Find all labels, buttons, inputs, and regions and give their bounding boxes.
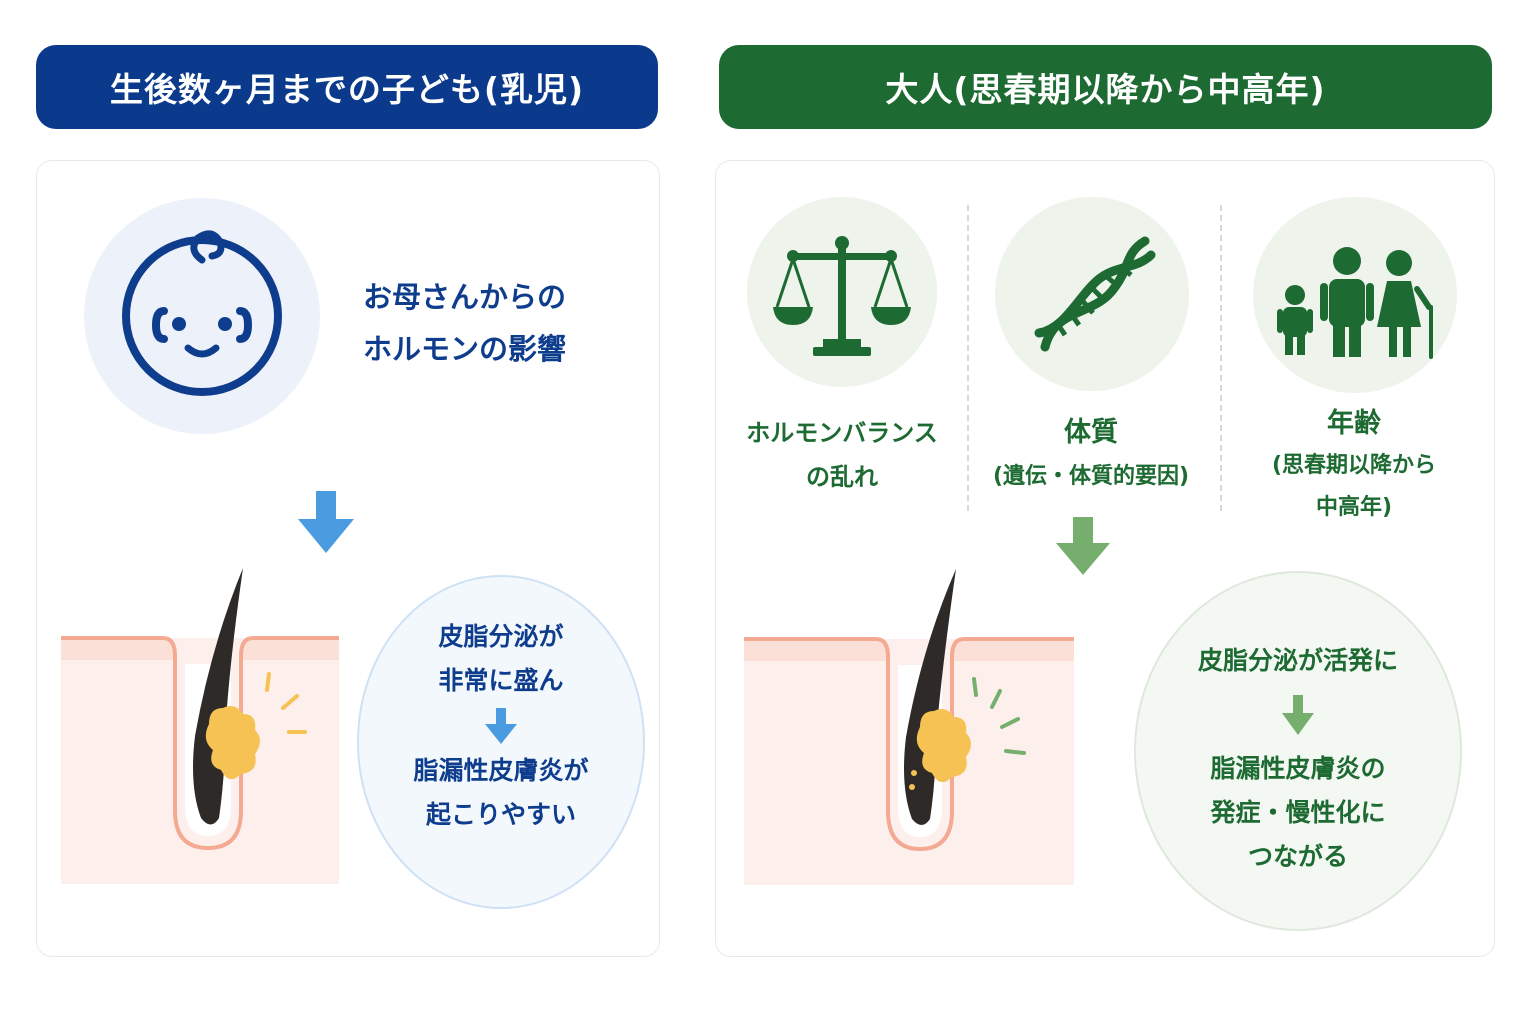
balance-scale-icon <box>747 197 937 387</box>
adult-effect-line4: つながる <box>1247 842 1348 871</box>
adult-effect-text: 皮脂分泌が活発に 脂漏性皮膚炎の 発症・慢性化に つながる <box>1134 639 1462 879</box>
infant-effect-line2: 非常に盛ん <box>438 666 564 695</box>
adult-factor-3-label: 年齢 (思春期以降から 中高年) <box>1238 403 1470 529</box>
dna-icon <box>995 197 1189 391</box>
adult-effect-oval <box>1134 571 1462 931</box>
infant-effect-line1: 皮脂分泌が <box>438 622 564 651</box>
adult-factor-2-line2: (遺伝・体質的要因) <box>992 464 1190 489</box>
adult-effect-arrow-icon <box>1134 683 1462 747</box>
infant-down-arrow-icon <box>298 491 354 553</box>
infant-panel: お母さんからの ホルモンの影響 皮脂分泌が 非常に盛ん <box>36 160 660 957</box>
infant-effect-line3: 脂漏性皮膚炎が <box>413 756 589 785</box>
infant-section-header: 生後数ヶ月までの子ども(乳児) <box>36 45 658 129</box>
baby-face-icon <box>84 198 320 434</box>
infant-cause-line1: お母さんからの <box>363 280 567 314</box>
adult-section-title: 大人(思春期以降から中高年) <box>885 70 1326 109</box>
family-icon <box>1253 197 1457 393</box>
infant-section-title: 生後数ヶ月までの子ども(乳児) <box>109 70 585 109</box>
infant-skin-hair-illustration <box>61 556 341 886</box>
factor-divider <box>1220 205 1222 511</box>
adult-skin-hair-illustration <box>744 561 1076 887</box>
adult-effect-line1: 皮脂分泌が活発に <box>1197 646 1398 675</box>
infant-effect-arrow-icon <box>357 703 645 749</box>
infant-effect-line4: 起こりやすい <box>425 800 576 829</box>
adult-factor-3-line1: 年齢 <box>1327 408 1381 439</box>
infant-effect-text: 皮脂分泌が 非常に盛ん 脂漏性皮膚炎が 起こりやすい <box>357 615 645 837</box>
adult-factor-2-line1: 体質 <box>1064 417 1118 448</box>
adult-panel: ホルモンバランス の乱れ 体質 (遺伝・体質的要因) <box>715 160 1495 957</box>
adult-factor-1-label: ホルモンバランス の乱れ <box>728 411 956 499</box>
adult-down-arrow-icon <box>1056 517 1110 575</box>
infant-cause-line2: ホルモンの影響 <box>363 332 567 366</box>
adult-factor-1-line2: の乱れ <box>806 463 878 491</box>
factor-divider <box>967 205 969 511</box>
adult-factor-3-line2: (思春期以降から <box>1271 453 1437 478</box>
adult-effect-line3: 発症・慢性化に <box>1210 798 1386 827</box>
infant-cause-text: お母さんからの ホルモンの影響 <box>363 271 566 375</box>
adult-factor-2-label: 体質 (遺伝・体質的要因) <box>974 411 1208 499</box>
adult-factor-1-line1: ホルモンバランス <box>746 419 938 447</box>
adult-section-header: 大人(思春期以降から中高年) <box>719 45 1492 129</box>
adult-effect-line2: 脂漏性皮膚炎の <box>1210 754 1386 783</box>
adult-factor-3-line3: 中高年) <box>1315 495 1393 520</box>
